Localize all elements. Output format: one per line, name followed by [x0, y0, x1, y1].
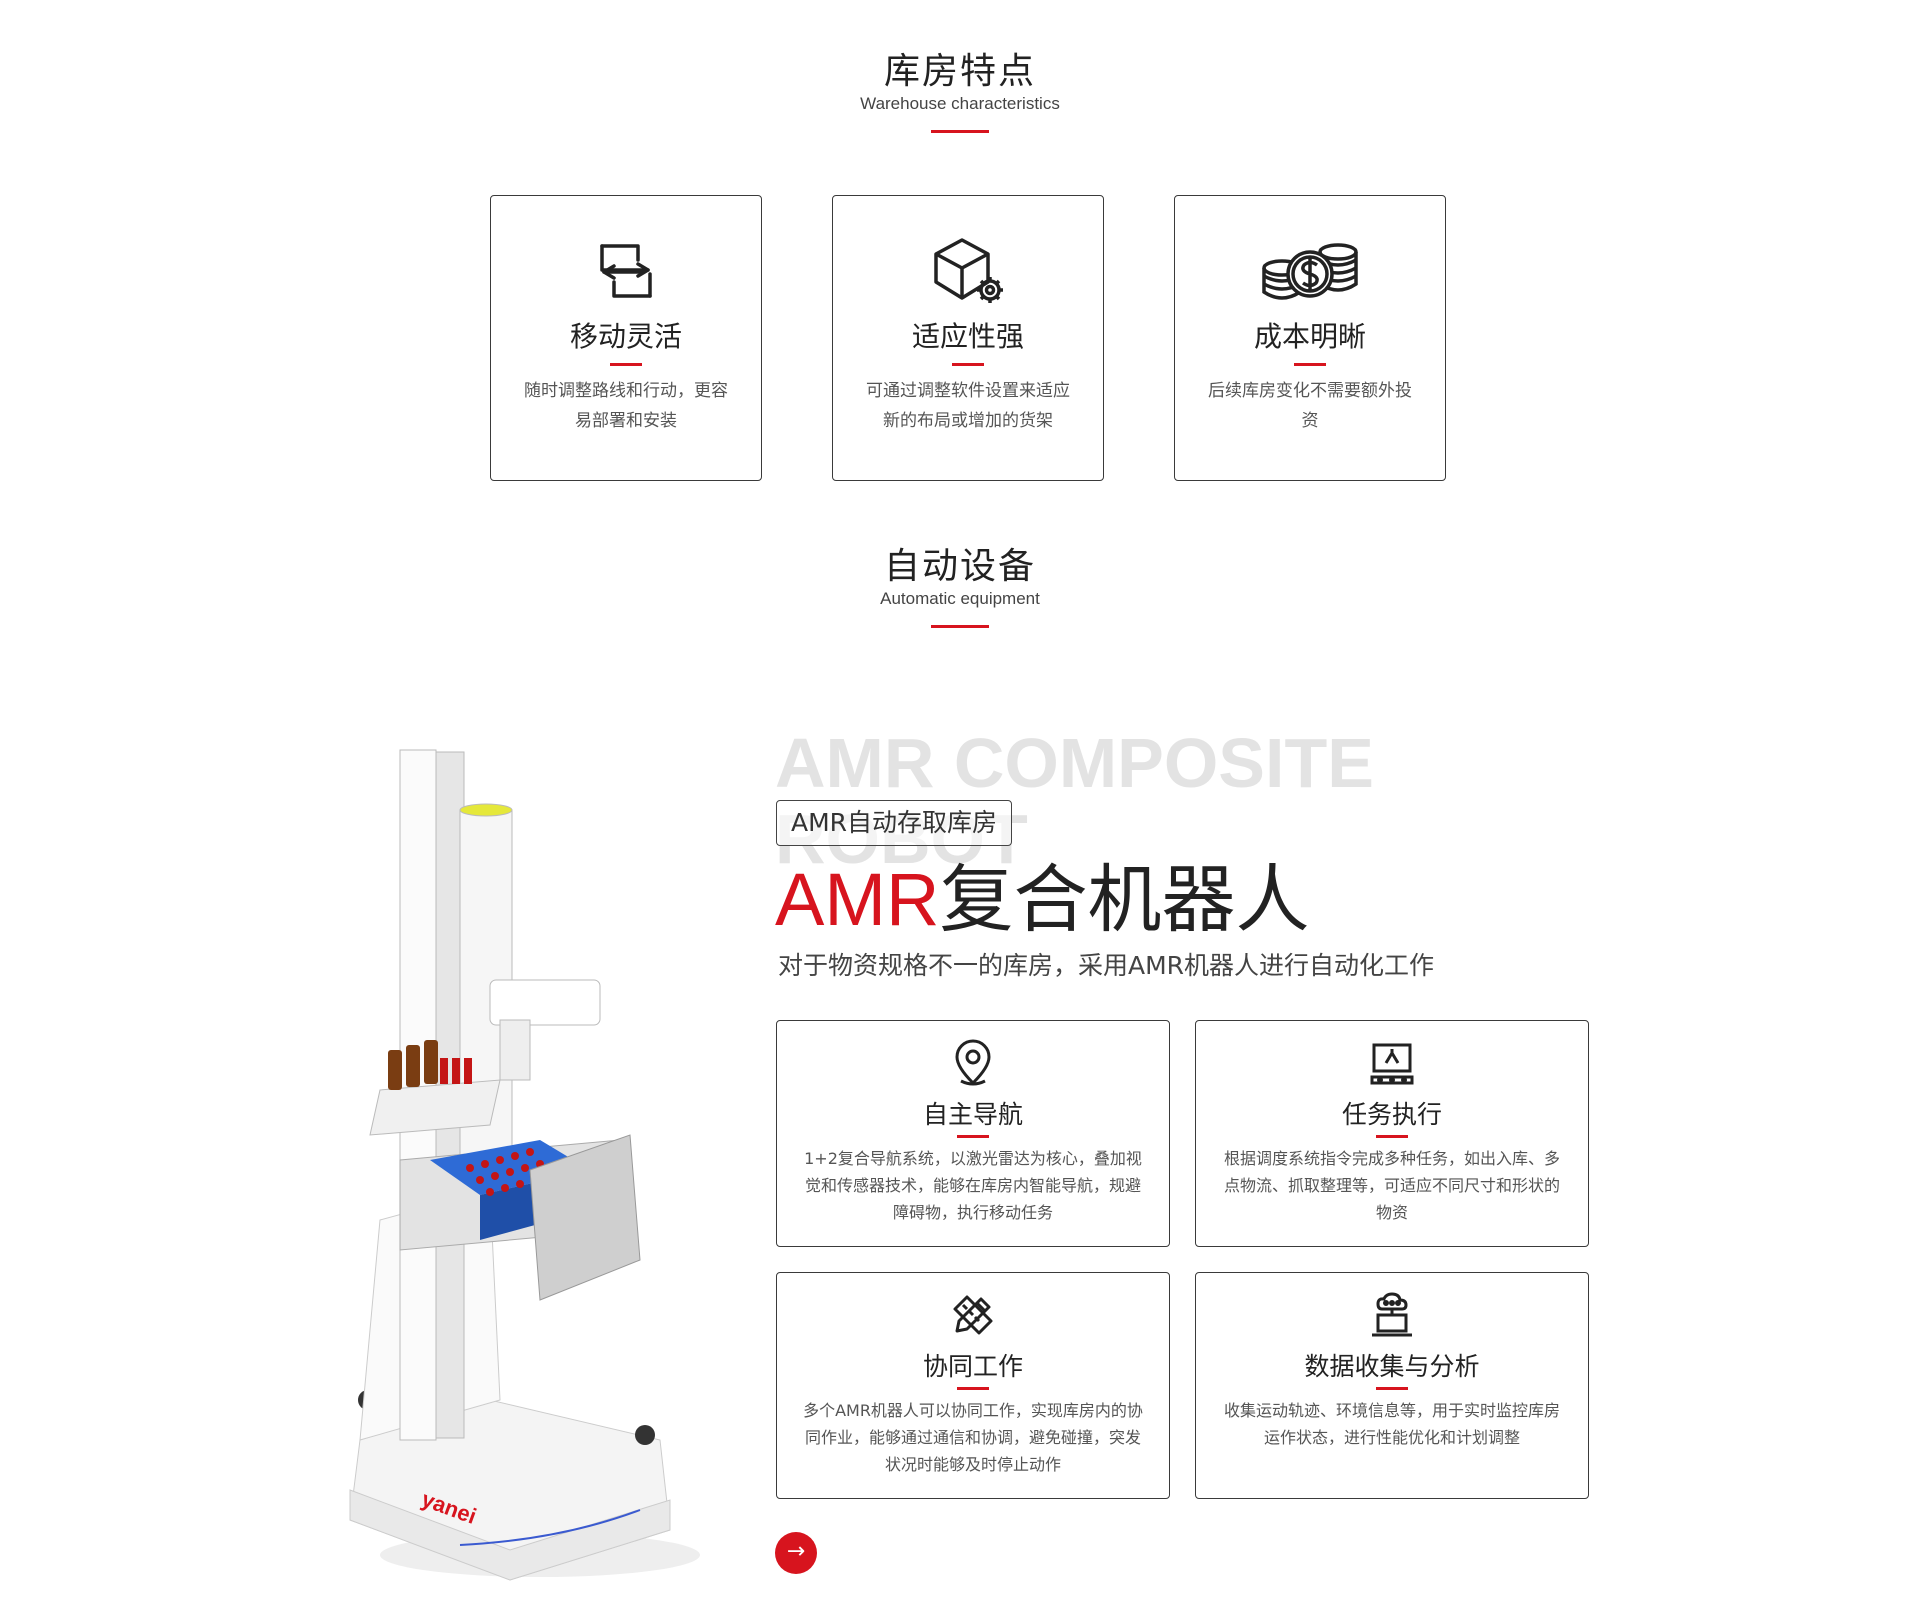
amr-heading-dark: 复合机器人 — [939, 857, 1310, 943]
location-pin-icon — [777, 1039, 1169, 1087]
section-title: 自动设备 — [883, 546, 1036, 587]
next-arrow-button[interactable]: → — [775, 1532, 817, 1574]
section-title: 库房特点 — [883, 51, 1036, 92]
feature-underline — [1294, 363, 1326, 366]
amr-card-underline — [1376, 1387, 1408, 1390]
amr-description: 对于物资规格不一的库房，采用AMR机器人进行自动化工作 — [778, 951, 1435, 980]
coins-dollar-icon — [1175, 234, 1445, 306]
feature-card-mobility: 移动灵活 随时调整路线和行动，更容易部署和安装 — [490, 195, 762, 481]
section-equipment-header: 自动设备 Automatic equipment — [0, 545, 1920, 628]
amr-heading: AMR复合机器人 — [775, 858, 1309, 942]
pencil-ruler-icon — [777, 1291, 1169, 1339]
amr-tag: AMR自动存取库房 — [776, 800, 1013, 846]
amr-card-underline — [957, 1387, 989, 1390]
amr-card-desc: 1+2复合导航系统，以激光雷达为核心，叠加视觉和传感器技术，能够在库房内智能导航… — [804, 1149, 1142, 1222]
title-underline — [931, 130, 989, 133]
amr-card-desc: 收集运动轨迹、环境信息等，用于实时监控库房运作状态，进行性能优化和计划调整 — [1223, 1401, 1560, 1447]
amr-card-navigation: 自主导航 1+2复合导航系统，以激光雷达为核心，叠加视觉和传感器技术，能够在库房… — [776, 1020, 1170, 1247]
feature-underline — [610, 363, 642, 366]
section-subtitle: Warehouse characteristics — [860, 94, 1060, 113]
amr-card-data: 数据收集与分析 收集运动轨迹、环境信息等，用于实时监控库房运作状态，进行性能优化… — [1195, 1272, 1589, 1499]
task-monitor-icon — [1196, 1039, 1588, 1087]
amr-card-underline — [957, 1135, 989, 1138]
data-cloud-icon — [1196, 1291, 1588, 1339]
amr-heading-red: AMR — [775, 858, 940, 941]
feature-underline — [952, 363, 984, 366]
section-subtitle: Automatic equipment — [880, 589, 1040, 608]
box-gear-icon — [833, 234, 1103, 306]
amr-card-task: 任务执行 根据调度系统指令完成多种任务，如出入库、多点物流、抓取整理等，可适应不… — [1195, 1020, 1589, 1247]
transfer-arrows-icon — [491, 234, 761, 306]
amr-card-title: 自主导航 — [922, 1100, 1023, 1129]
feature-card-adaptability: 适应性强 可通过调整软件设置来适应新的布局或增加的货架 — [832, 195, 1104, 481]
amr-card-title: 任务执行 — [1341, 1100, 1442, 1129]
section-warehouse-header: 库房特点 Warehouse characteristics — [0, 50, 1920, 133]
amr-robot-image: yanei — [340, 740, 720, 1590]
amr-card-title: 数据收集与分析 — [1304, 1352, 1480, 1381]
title-underline — [931, 625, 989, 628]
feature-title: 成本明晰 — [1253, 320, 1366, 353]
amr-card-desc: 根据调度系统指令完成多种任务，如出入库、多点物流、抓取整理等，可适应不同尺寸和形… — [1223, 1149, 1560, 1222]
feature-title: 适应性强 — [911, 320, 1024, 353]
feature-desc: 可通过调整软件设置来适应新的布局或增加的货架 — [866, 381, 1070, 431]
amr-card-collaboration: 协同工作 多个AMR机器人可以协同工作，实现库房内的协同作业，能够通过通信和协调… — [776, 1272, 1170, 1499]
amr-card-desc: 多个AMR机器人可以协同工作，实现库房内的协同作业，能够通过通信和协调，避免碰撞… — [803, 1401, 1143, 1474]
feature-card-cost: 成本明晰 后续库房变化不需要额外投资 — [1174, 195, 1446, 481]
amr-card-underline — [1376, 1135, 1408, 1138]
feature-desc: 随时调整路线和行动，更容易部署和安装 — [524, 381, 728, 431]
feature-desc: 后续库房变化不需要额外投资 — [1208, 381, 1412, 431]
amr-card-title: 协同工作 — [922, 1352, 1023, 1381]
feature-title: 移动灵活 — [569, 320, 682, 353]
